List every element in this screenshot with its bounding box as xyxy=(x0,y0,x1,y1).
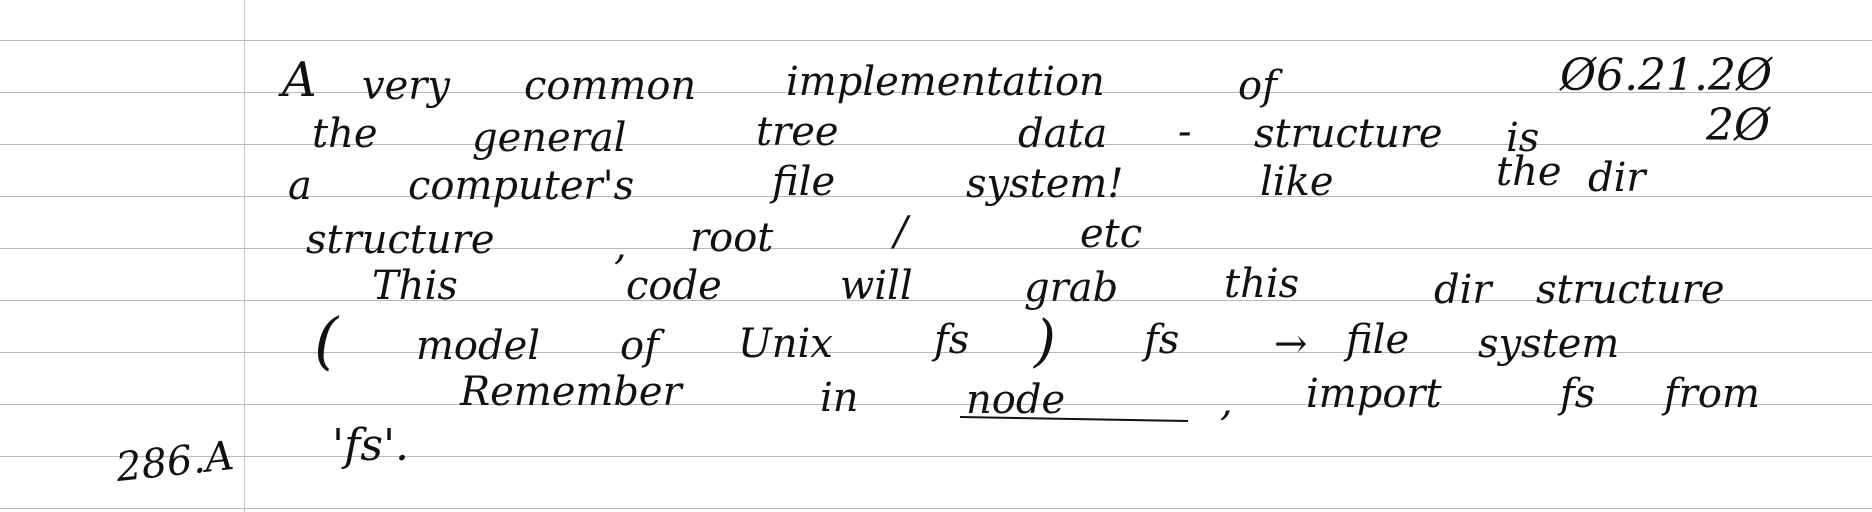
ruled-line xyxy=(0,352,1872,353)
handwritten-word: system xyxy=(1478,321,1620,367)
ruled-line xyxy=(0,196,1872,197)
handwritten-word: 2Ø xyxy=(1706,100,1771,151)
handwritten-word: a xyxy=(288,163,312,209)
handwritten-word: general xyxy=(472,115,627,161)
handwritten-word: dir xyxy=(1434,267,1492,313)
handwritten-word: structure xyxy=(1536,267,1725,313)
margin-line xyxy=(244,0,245,512)
handwritten-word: fs xyxy=(1560,371,1596,417)
open-paren-glyph: ( xyxy=(314,304,339,377)
handwritten-word: - xyxy=(1178,109,1192,155)
handwritten-word: root xyxy=(690,215,774,261)
handwritten-word: / xyxy=(894,209,908,255)
handwritten-word: is xyxy=(1506,115,1540,161)
handwritten-word: etc xyxy=(1080,211,1143,257)
handwritten-word: the xyxy=(1496,149,1562,195)
ruled-line xyxy=(0,404,1872,405)
handwritten-word: fs xyxy=(934,317,970,363)
handwritten-word: this xyxy=(1224,261,1300,307)
handwritten-word: very xyxy=(362,63,450,109)
handwritten-word: implementation xyxy=(786,59,1105,105)
ruled-line xyxy=(0,92,1872,93)
handwritten-word: dir xyxy=(1588,155,1646,201)
handwritten-word: common xyxy=(524,63,697,109)
ruled-line xyxy=(0,300,1872,301)
handwritten-word: structure xyxy=(306,217,495,263)
date-text: Ø6.21.2Ø xyxy=(1560,50,1773,101)
handwritten-word: import xyxy=(1306,371,1442,417)
ruled-line xyxy=(0,508,1872,509)
handwritten-word: model xyxy=(416,323,541,369)
handwritten-word: file xyxy=(772,159,836,205)
ruled-line xyxy=(0,144,1872,145)
arrow-icon: → xyxy=(1274,321,1308,367)
page-number: 286.A xyxy=(113,432,237,492)
handwritten-word: Remember xyxy=(460,369,682,415)
ruled-line xyxy=(0,456,1872,457)
ruled-line xyxy=(0,40,1872,41)
handwritten-word: of xyxy=(1238,63,1277,109)
handwritten-word: fs xyxy=(1144,317,1180,363)
handwritten-word: code xyxy=(626,263,722,309)
handwritten-word: of xyxy=(620,323,659,369)
handwritten-word: file xyxy=(1346,317,1410,363)
handwritten-word: computer's xyxy=(408,163,635,209)
handwritten-word: tree xyxy=(756,109,839,155)
handwritten-word: like xyxy=(1260,159,1334,205)
close-paren-glyph: ) xyxy=(1034,309,1056,374)
handwritten-word: A xyxy=(282,52,317,108)
handwritten-word: , xyxy=(614,223,627,269)
handwritten-word: node xyxy=(966,377,1066,423)
handwritten-word: , xyxy=(1220,379,1233,425)
handwritten-word: data xyxy=(1018,111,1108,157)
handwritten-word: from xyxy=(1664,371,1760,417)
handwritten-word: 'fs'. xyxy=(332,420,410,471)
handwritten-word: grab xyxy=(1024,265,1119,311)
handwritten-word: system! xyxy=(966,161,1124,207)
ruled-line xyxy=(0,248,1872,249)
handwritten-word: structure xyxy=(1254,111,1443,157)
handwritten-word: Unix xyxy=(738,321,833,367)
handwritten-word: will xyxy=(840,263,913,309)
handwritten-word: This xyxy=(372,263,458,309)
handwritten-word: the xyxy=(312,111,378,157)
handwritten-word: in xyxy=(820,375,859,421)
